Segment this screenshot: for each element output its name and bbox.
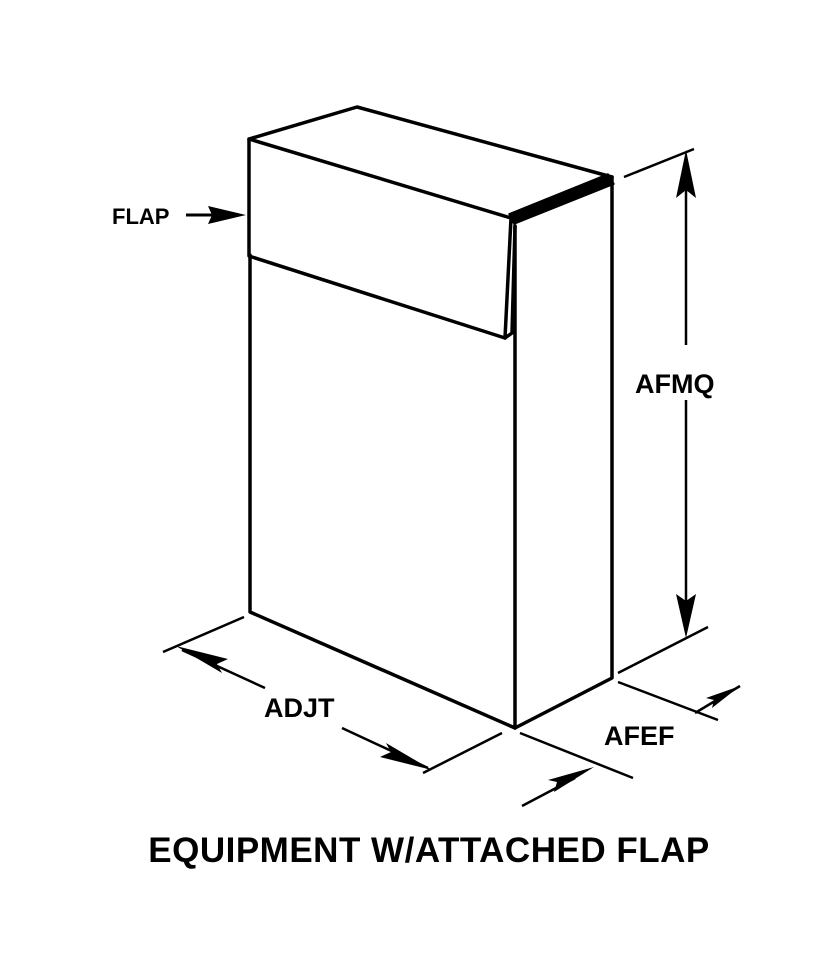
length-arrowhead-right (380, 743, 432, 770)
diagram-caption: EQUIPMENT W/ATTACHED FLAP (148, 831, 709, 870)
flap-side-edge (503, 224, 517, 340)
width-label: AFEF (604, 721, 675, 751)
length-extension-right (422, 731, 503, 775)
width-arrowhead-right (706, 686, 740, 708)
flap-top (247, 105, 614, 220)
flap-label: FLAP (112, 204, 169, 229)
length-arrowhead-left (176, 646, 228, 673)
height-arrowhead-top (676, 150, 696, 198)
width-arrowhead-left (548, 767, 594, 792)
flap-fold (508, 173, 615, 225)
height-arrowhead-bottom (676, 594, 696, 638)
height-label: AFMQ (635, 369, 714, 399)
height-dimension (617, 147, 709, 675)
height-extension-top (623, 147, 695, 179)
flap-arrowhead (208, 206, 246, 224)
height-extension-bottom (617, 625, 709, 675)
width-extension-right (617, 680, 719, 722)
box-front-face (248, 224, 517, 730)
box-side-face (513, 175, 614, 730)
flap-front (247, 137, 513, 340)
length-extension-left (162, 615, 245, 654)
box-body (248, 175, 614, 730)
width-extension-left (519, 731, 634, 780)
length-label: ADJT (264, 693, 335, 723)
flap-pointer (186, 206, 246, 224)
flap (247, 105, 614, 340)
